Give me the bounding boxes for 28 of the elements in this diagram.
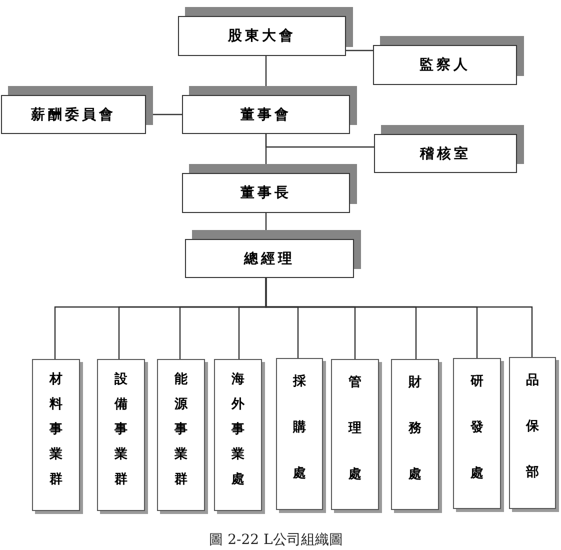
department-box xyxy=(214,359,262,511)
department-box xyxy=(276,358,323,510)
connector-line xyxy=(265,278,533,357)
department-box xyxy=(157,359,205,511)
unit-label: 研發處 xyxy=(470,373,484,483)
unit-label: 設備事業群 xyxy=(114,370,128,488)
department-box xyxy=(509,357,556,509)
department-box xyxy=(391,359,439,510)
department-box xyxy=(97,359,145,511)
unit-label: 稽核室 xyxy=(420,144,471,162)
unit-label: 薪酬委員會 xyxy=(31,106,116,124)
unit-label: 海外事業處 xyxy=(232,370,244,488)
department-box xyxy=(32,359,80,511)
department-box xyxy=(331,359,379,510)
department-box xyxy=(453,358,501,509)
unit-label: 採購處 xyxy=(293,373,306,483)
unit-label: 總經理 xyxy=(244,250,295,268)
unit-label: 材料事業群 xyxy=(50,370,62,488)
unit-label: 品保部 xyxy=(526,372,539,482)
unit-label: 董事會 xyxy=(240,106,292,124)
unit-label: 能源事業群 xyxy=(174,370,188,488)
unit-label: 董事長 xyxy=(240,184,292,202)
figure-caption: 圖 2-22 L公司組織圖 xyxy=(208,531,344,549)
unit-label: 管理處 xyxy=(348,374,362,484)
connector-line xyxy=(346,50,373,52)
unit-label: 財務處 xyxy=(408,374,422,484)
unit-label: 股東大會 xyxy=(228,27,296,45)
unit-label: 監察人 xyxy=(420,56,470,74)
